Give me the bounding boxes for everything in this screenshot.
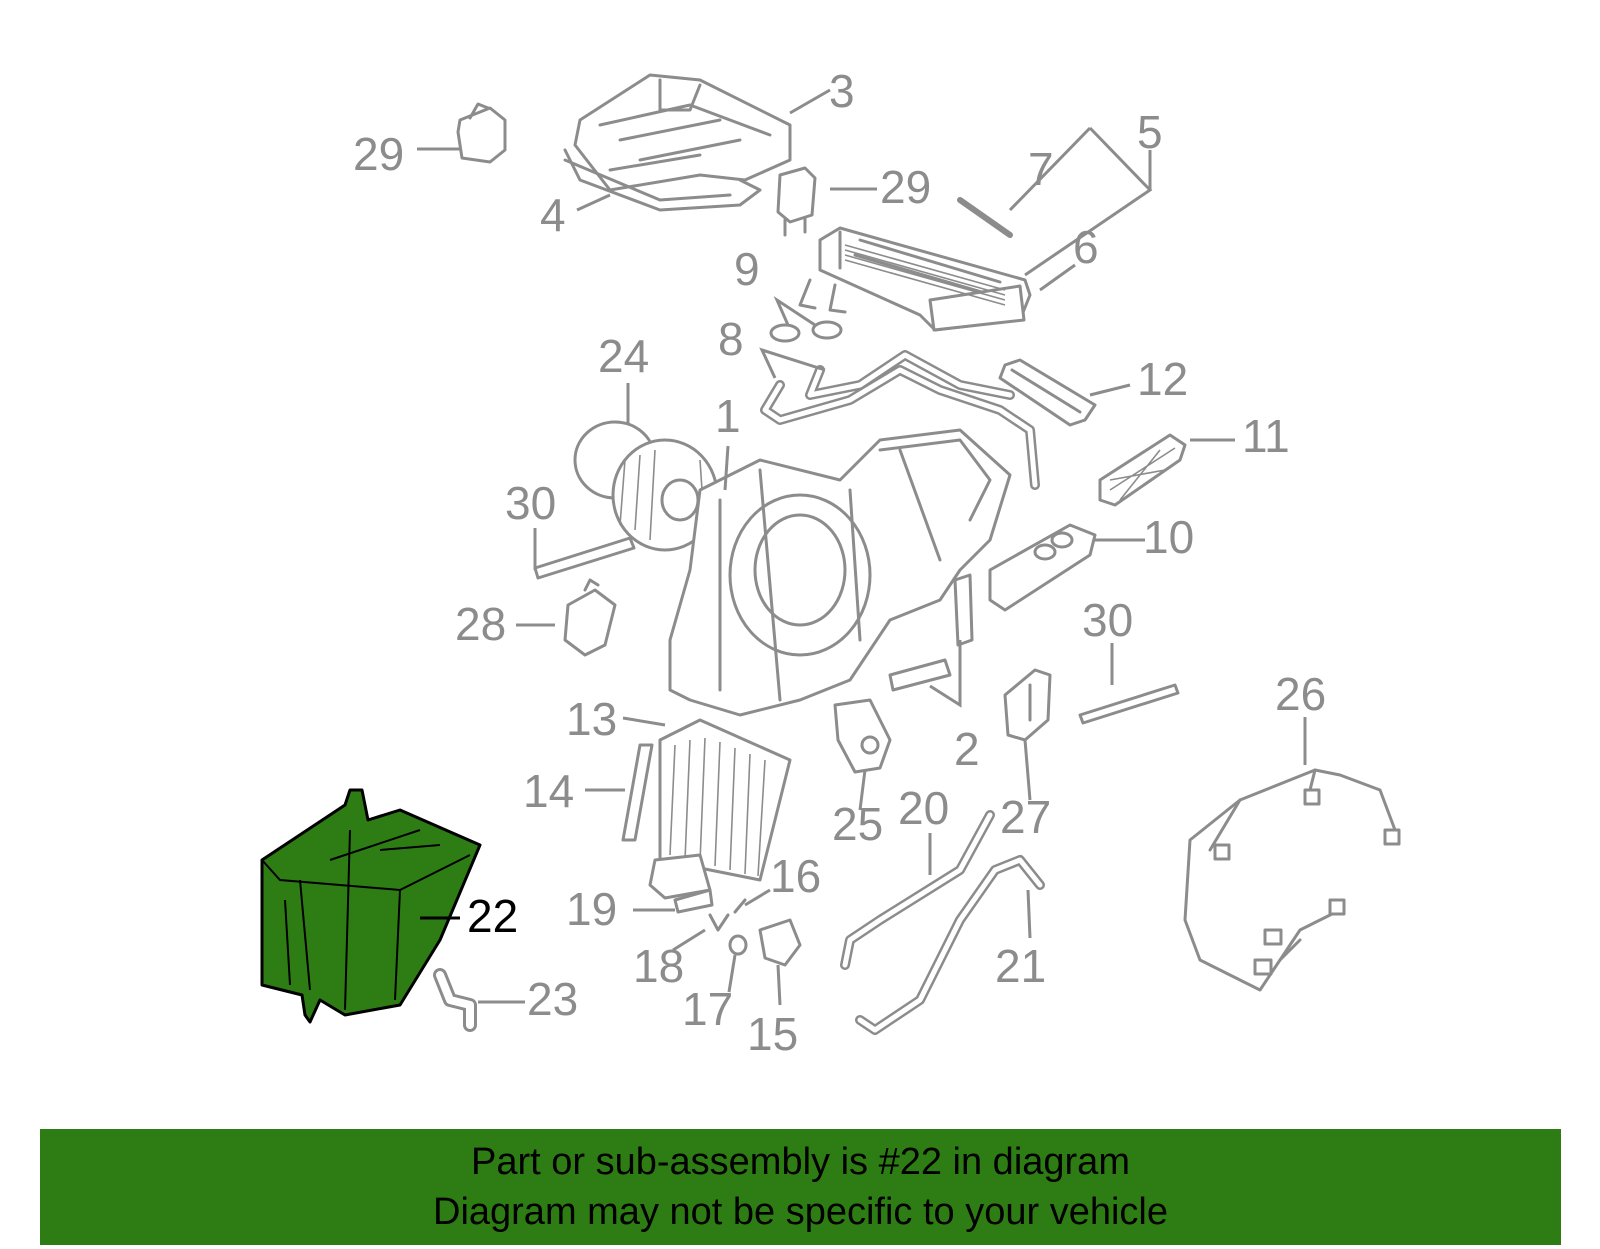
info-banner: Part or sub-assembly is #22 in diagram D…: [40, 1129, 1561, 1245]
callout-29-left: 29: [353, 128, 404, 180]
part-19-expansion-valve[interactable]: [673, 888, 714, 914]
banner-line-1: Part or sub-assembly is #22 in diagram: [471, 1141, 1130, 1183]
part-9-orings[interactable]: [769, 320, 843, 343]
callout-24: 24: [598, 330, 649, 382]
callout-25: 25: [832, 798, 883, 850]
part-14-seal[interactable]: [621, 743, 654, 842]
part-4-frame[interactable]: [563, 148, 762, 212]
part-24-blower-motor[interactable]: [573, 420, 719, 552]
part-3-housing-cover[interactable]: [573, 73, 792, 192]
callout-22-highlighted: 22: [467, 890, 518, 942]
callout-9: 9: [734, 243, 760, 295]
callout-8: 8: [718, 313, 744, 365]
part-8-pipes[interactable]: [760, 350, 1040, 490]
part-16-clip[interactable]: [733, 898, 747, 914]
callout-6: 6: [1073, 221, 1099, 273]
callout-15: 15: [747, 1008, 798, 1060]
callout-28: 28: [455, 598, 506, 650]
callout-13: 13: [566, 693, 617, 745]
part-20-hose[interactable]: [840, 810, 995, 970]
callout-17: 17: [682, 983, 733, 1035]
callout-14: 14: [523, 765, 574, 817]
callout-30-left: 30: [505, 477, 556, 529]
part-13-evaporator[interactable]: [648, 718, 792, 900]
part-21-hose[interactable]: [855, 855, 1045, 1035]
part-28-resistor[interactable]: [563, 578, 617, 657]
banner-line-2: Diagram may not be specific to your vehi…: [433, 1191, 1168, 1233]
callout-4: 4: [540, 189, 566, 241]
callout-29-right: 29: [880, 161, 931, 213]
callout-26: 26: [1275, 668, 1326, 720]
part-17-washer[interactable]: [728, 934, 748, 956]
leader-lines: [417, 88, 1307, 1006]
callout-19: 19: [566, 883, 617, 935]
part-6-heater-core[interactable]: [798, 226, 1032, 332]
part-15-sensor[interactable]: [758, 918, 802, 967]
part-25-actuator[interactable]: [833, 698, 892, 774]
part-7-seal[interactable]: [957, 197, 1013, 238]
callout-5: 5: [1137, 106, 1163, 158]
part-12-filter[interactable]: [998, 358, 1097, 427]
part-1-hvac-housing[interactable]: [668, 428, 1012, 717]
callout-27: 27: [1000, 791, 1051, 843]
callout-7: 7: [1028, 143, 1054, 195]
part-11-filter-element[interactable]: [1098, 433, 1187, 507]
part-29-actuator-right[interactable]: [776, 166, 817, 237]
callout-labels: 3 4 5 6 7 9 8 12 11 10 24 1 30 30 28 2 2…: [353, 65, 1326, 1060]
callout-10: 10: [1143, 511, 1194, 563]
callout-18: 18: [633, 940, 684, 992]
callout-3: 3: [829, 65, 855, 117]
part-30-strip-right[interactable]: [1078, 683, 1180, 725]
part-18-clip[interactable]: [708, 913, 730, 932]
callout-30-right: 30: [1082, 594, 1133, 646]
part-27-bracket[interactable]: [1003, 668, 1052, 742]
part-26-harness[interactable]: [1183, 768, 1401, 992]
part-30-strip-left[interactable]: [533, 536, 636, 580]
part-2-seals[interactable]: [888, 573, 974, 692]
part-29-actuator-left[interactable]: [456, 102, 507, 164]
part-10-valve[interactable]: [988, 523, 1097, 612]
callout-2: 2: [954, 723, 980, 775]
callout-16: 16: [770, 850, 821, 902]
callout-12: 12: [1137, 353, 1188, 405]
callout-11: 11: [1242, 410, 1290, 462]
part-23-drain-hose[interactable]: [433, 968, 477, 1032]
callout-23: 23: [527, 973, 578, 1025]
callout-1: 1: [715, 390, 741, 442]
callout-21: 21: [995, 940, 1046, 992]
callout-20: 20: [898, 782, 949, 834]
part-22-housing-highlighted[interactable]: [260, 788, 482, 1024]
